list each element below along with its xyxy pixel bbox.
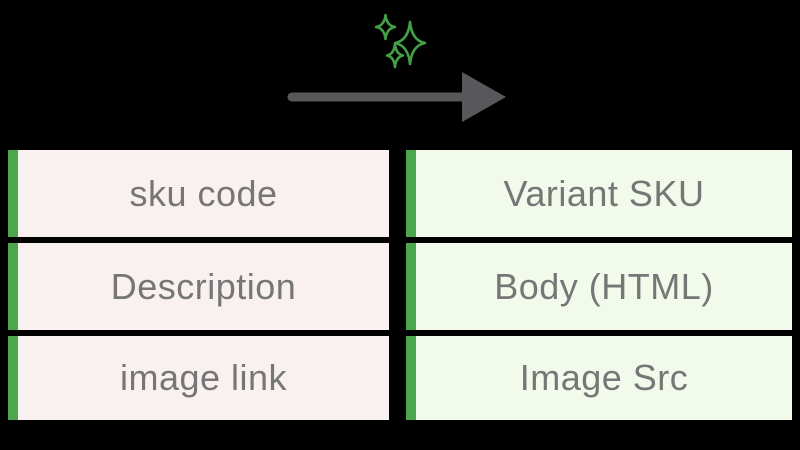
source-field-label: sku code (129, 172, 278, 214)
source-field-box: Description (8, 243, 389, 330)
target-field-label: Image Src (519, 357, 689, 398)
target-field-box: Body (HTML) (406, 243, 792, 330)
source-field-label: image link (119, 357, 288, 398)
source-field-box: sku code (8, 150, 389, 237)
target-field-label: Variant SKU (503, 172, 705, 214)
target-field-box: Variant SKU (406, 150, 792, 237)
source-field-label: Description (110, 265, 297, 307)
sparkles-icon (374, 13, 427, 69)
mapping-grid: sku code Variant SKU Description Body (H… (8, 150, 792, 420)
source-field-box: image link (8, 336, 389, 420)
target-field-box: Image Src (406, 336, 792, 420)
target-field-label: Body (HTML) (494, 265, 714, 307)
arrow-right-icon (287, 72, 506, 122)
